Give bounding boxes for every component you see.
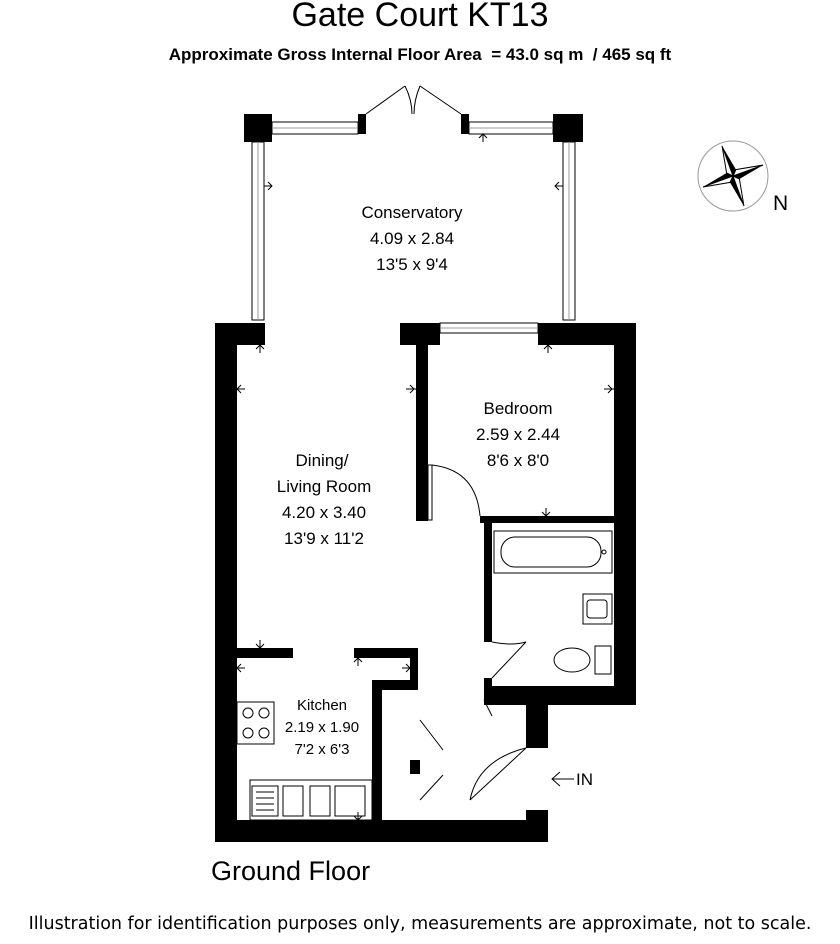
compass: N: [697, 140, 788, 215]
compass-north-label: N: [773, 192, 788, 215]
conservatory-pillar: [244, 114, 272, 142]
disclaimer: Illustration for identification purposes…: [28, 914, 812, 934]
kitchen-metric: 2.19 x 1.90: [285, 719, 359, 736]
toilet: [553, 645, 612, 675]
sink: [582, 593, 613, 625]
kitchen-label: Kitchen: [297, 697, 347, 714]
entrance-label: IN: [576, 770, 593, 789]
kitchen-counter: [249, 779, 373, 821]
dining-label-line1: Dining/: [296, 451, 349, 470]
dining-label-line2: Living Room: [277, 477, 372, 496]
conservatory: Conservatory 4.09 x 2.84 13'5 x 9'4: [244, 85, 583, 321]
page-title: Gate Court KT13: [291, 0, 549, 34]
conservatory-label: Conservatory: [361, 203, 463, 222]
conservatory-pillar: [553, 114, 583, 142]
dining-metric: 4.20 x 3.40: [282, 503, 366, 522]
hob: [236, 701, 275, 745]
bedroom-imperial: 8'6 x 8'0: [487, 451, 549, 470]
entrance-arrow-icon: [551, 771, 574, 787]
bath: [493, 530, 613, 574]
kitchen-imperial: 7'2 x 6'3: [295, 741, 350, 758]
french-doors: [365, 85, 462, 115]
conservatory-metric: 4.09 x 2.84: [370, 229, 454, 248]
dining-imperial: 13'9 x 11'2: [284, 529, 364, 548]
floor-label: Ground Floor: [211, 856, 371, 886]
dimension-arrows: [236, 344, 614, 821]
entrance: IN: [551, 770, 593, 789]
conservatory-imperial: 13'5 x 9'4: [376, 255, 448, 274]
compass-rose-icon: [702, 145, 764, 207]
doors: [419, 464, 527, 801]
bedroom-metric: 2.59 x 2.44: [476, 425, 560, 444]
bedroom-label: Bedroom: [484, 399, 553, 418]
walls: [215, 322, 636, 842]
floor-area-subtitle: Approximate Gross Internal Floor Area = …: [168, 45, 672, 64]
